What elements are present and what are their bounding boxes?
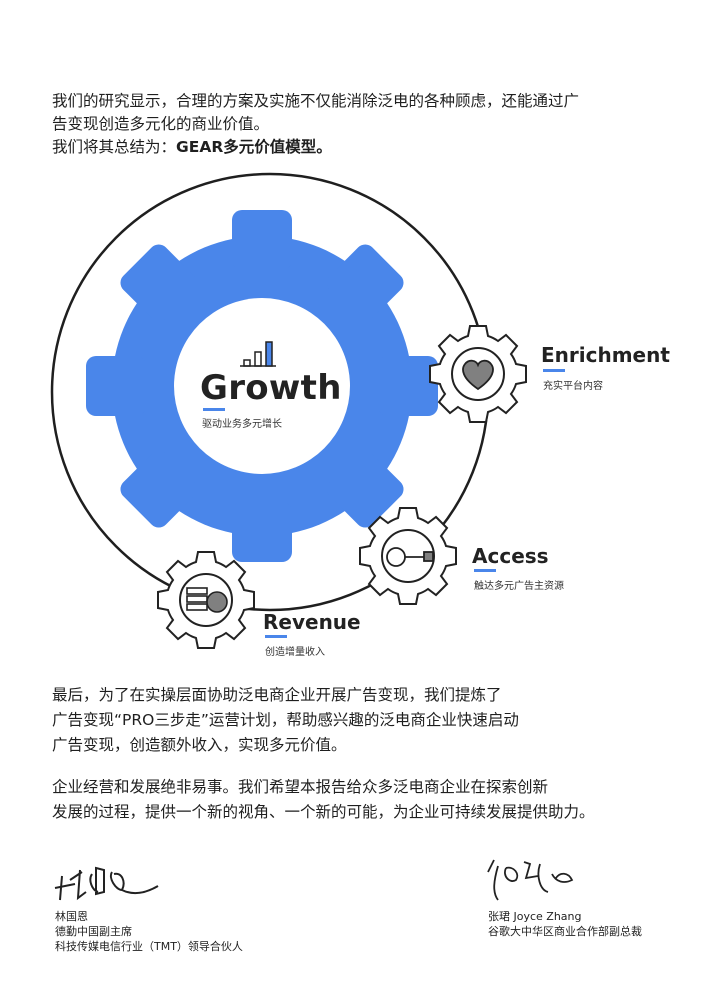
left-signatory-title-1: 德勤中国副主席 <box>55 925 132 938</box>
access-subtitle: 触达多元广告主资源 <box>474 581 564 592</box>
growth-gear <box>86 210 438 562</box>
access-accent-bar <box>474 569 496 572</box>
body2-line-1: 企业经营和发展绝非易事。我们希望本报告给众多泛电商企业在探索创新 <box>52 778 549 796</box>
right-signature <box>487 859 574 901</box>
left-signatory-title-2: 科技传媒电信行业（TMT）领导合伙人 <box>55 940 243 953</box>
intro-line-2: 告变现创造多元化的商业价值。 <box>52 115 270 133</box>
access-title: Access <box>472 544 549 568</box>
intro-line-3-bold: GEAR多元价值模型。 <box>176 138 332 156</box>
heart-icon <box>462 359 494 391</box>
body1-line-1: 最后，为了在实操层面协助泛电商企业开展广告变现，我们提炼了 <box>52 686 502 704</box>
intro-line-1: 我们的研究显示，合理的方案及实施不仅能消除泛电的各种顾虑，还能通过广 <box>52 92 580 110</box>
bar-chart-icon <box>240 341 276 367</box>
enrichment-accent-bar <box>543 369 565 372</box>
coins-icon <box>186 587 228 613</box>
key-icon <box>386 547 434 567</box>
right-signatory-name: 张珺 Joyce Zhang <box>488 910 582 923</box>
access-gear <box>359 507 457 605</box>
growth-accent-bar <box>203 408 225 411</box>
intro-text: 我们的研究显示，合理的方案及实施不仅能消除泛电的各种顾虑，还能通过广 告变现创造… <box>52 90 662 159</box>
revenue-title: Revenue <box>263 610 361 634</box>
enrichment-title: Enrichment <box>541 343 670 367</box>
growth-title: Growth <box>200 368 342 408</box>
body2-line-2: 发展的过程，提供一个新的视角、一个新的可能，为企业可持续发展提供助力。 <box>52 803 595 821</box>
intro-line-3-prefix: 我们将其总结为： <box>52 138 177 156</box>
intro-line-3: 我们将其总结为：GEAR多元价值模型。 <box>52 136 662 159</box>
left-signatory: 林国恩 德勤中国副主席 科技传媒电信行业（TMT）领导合伙人 <box>55 909 243 954</box>
left-signature <box>54 866 159 901</box>
left-signatory-name: 林国恩 <box>55 910 88 923</box>
right-signatory: 张珺 Joyce Zhang 谷歌大中华区商业合作部副总裁 <box>488 909 642 939</box>
closing-paragraph-2: 企业经营和发展绝非易事。我们希望本报告给众多泛电商企业在探索创新 发展的过程，提… <box>52 775 672 825</box>
closing-paragraph-1: 最后，为了在实操层面协助泛电商企业开展广告变现，我们提炼了 广告变现“PRO三步… <box>52 683 672 758</box>
growth-subtitle: 驱动业务多元增长 <box>202 419 282 430</box>
body1-line-2: 广告变现“PRO三步走”运营计划，帮助感兴趣的泛电商企业快速启动 <box>52 711 519 729</box>
enrichment-subtitle: 充实平台内容 <box>543 381 603 392</box>
revenue-subtitle: 创造增量收入 <box>265 647 325 658</box>
revenue-accent-bar <box>265 635 287 638</box>
right-signatory-title-1: 谷歌大中华区商业合作部副总裁 <box>488 925 642 938</box>
body1-line-3: 广告变现，创造额外收入，实现多元价值。 <box>52 736 347 754</box>
